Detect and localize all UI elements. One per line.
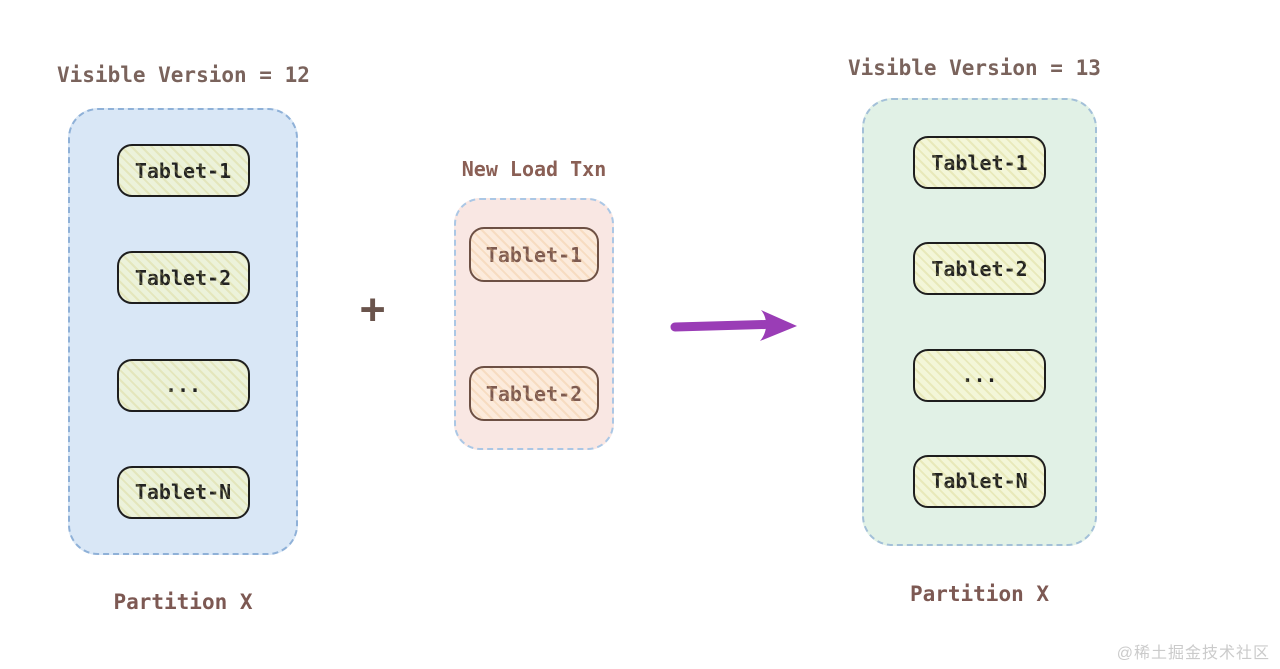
- tablet-box: Tablet-N: [913, 454, 1046, 508]
- tablet-box: Tablet-1: [116, 144, 250, 197]
- tablet-box: Tablet-2: [116, 251, 250, 305]
- left-version-title: Visible Version = 12: [57, 63, 310, 87]
- tablet-ellipsis-box: ...: [116, 358, 250, 412]
- tablet-box: Tablet-2: [913, 242, 1046, 296]
- left-partition-label: Partition X: [113, 590, 253, 614]
- tablet-box: Tablet-1: [469, 227, 599, 282]
- new-load-txn-container: Tablet-1 Tablet-2: [454, 198, 614, 450]
- arrow-right-icon: [670, 310, 797, 341]
- tablet-ellipsis-box: ...: [913, 348, 1046, 402]
- watermark: @稀土掘金技术社区: [1116, 645, 1270, 662]
- left-partition-container: Tablet-1 Tablet-2 ... Tablet-N: [68, 108, 298, 555]
- tablet-box: Tablet-1: [913, 136, 1046, 189]
- new-load-txn-title: New Load Txn: [461, 157, 607, 181]
- right-partition-container: Tablet-1 Tablet-2 ... Tablet-N: [862, 98, 1097, 546]
- right-partition-label: Partition X: [909, 582, 1050, 606]
- tablet-box: Tablet-N: [116, 465, 250, 519]
- right-version-title: Visible Version = 13: [848, 56, 1101, 80]
- plus-icon: +: [360, 284, 386, 333]
- tablet-box: Tablet-2: [469, 366, 599, 421]
